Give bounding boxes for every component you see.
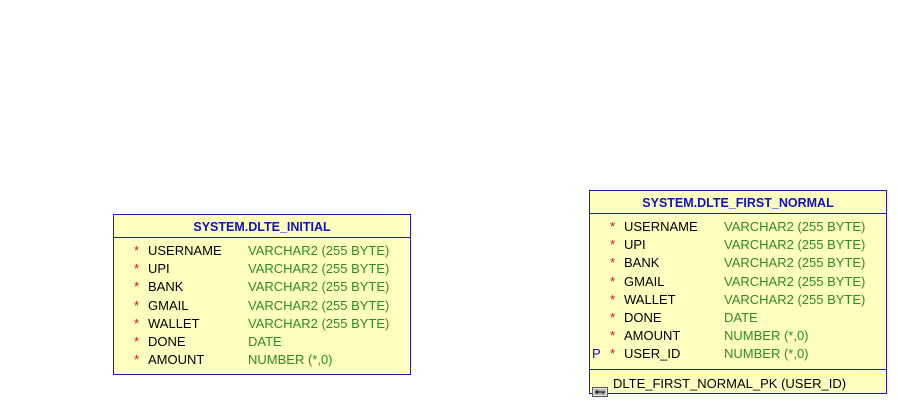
- column-name: AMOUNT: [624, 328, 681, 344]
- column-type: VARCHAR2 (255 BYTE): [724, 219, 866, 234]
- column-type: NUMBER (*,0): [248, 352, 333, 368]
- column-name: AMOUNT: [148, 352, 205, 368]
- column-row: * AMOUNT NUMBER (*,0): [590, 327, 886, 345]
- column-name: GMAIL: [148, 297, 189, 313]
- column-type: DATE: [724, 309, 758, 325]
- index-name: DLTE_FIRST_NORMAL_PK (USER_ID): [613, 375, 847, 391]
- column-list: * USERNAME VARCHAR2 (255 BYTE) * UPI VAR…: [590, 214, 886, 364]
- column-type: VARCHAR2 (255 BYTE): [248, 315, 390, 331]
- column-name: BANK: [148, 279, 184, 295]
- required-marker: *: [134, 352, 140, 368]
- column-row: * GMAIL VARCHAR2 (255 BYTE): [114, 297, 410, 315]
- required-marker: *: [610, 237, 616, 253]
- primary-key-marker: P: [592, 346, 601, 362]
- column-row: * USERNAME VARCHAR2 (255 BYTE): [590, 218, 886, 236]
- required-marker: *: [134, 315, 140, 331]
- column-row: * GMAIL VARCHAR2 (255 BYTE): [590, 273, 886, 291]
- required-marker: *: [134, 279, 140, 295]
- entity-title: SYSTEM.DLTE_INITIAL: [114, 215, 410, 238]
- column-type: VARCHAR2 (255 BYTE): [248, 279, 390, 295]
- column-name: GMAIL: [624, 273, 665, 289]
- column-row: P * USER_ID NUMBER (*,0): [590, 345, 886, 363]
- required-marker: *: [610, 273, 616, 289]
- column-type: VARCHAR2 (255 BYTE): [248, 243, 390, 258]
- column-name: DONE: [624, 309, 662, 325]
- column-type: VARCHAR2 (255 BYTE): [248, 261, 390, 277]
- column-name: USERNAME: [148, 243, 222, 258]
- column-row: * DONE DATE: [114, 333, 410, 351]
- column-type: VARCHAR2 (255 BYTE): [724, 273, 866, 289]
- required-marker: *: [610, 291, 616, 307]
- required-marker: *: [610, 328, 616, 344]
- column-row: * AMOUNT NUMBER (*,0): [114, 351, 410, 369]
- column-name: BANK: [624, 255, 660, 271]
- index-divider: [590, 368, 886, 370]
- column-name: UPI: [624, 237, 646, 253]
- column-type: VARCHAR2 (255 BYTE): [724, 291, 866, 307]
- column-name: WALLET: [624, 291, 676, 307]
- column-name: USER_ID: [624, 346, 681, 362]
- column-type: NUMBER (*,0): [724, 328, 809, 344]
- column-type: NUMBER (*,0): [724, 346, 809, 362]
- column-name: DONE: [148, 333, 186, 349]
- column-name: WALLET: [148, 315, 200, 331]
- column-row: * UPI VARCHAR2 (255 BYTE): [590, 236, 886, 254]
- column-list: * USERNAME VARCHAR2 (255 BYTE) * UPI VAR…: [114, 238, 410, 369]
- key-index-icon: [592, 379, 608, 397]
- column-type: VARCHAR2 (255 BYTE): [248, 297, 390, 313]
- required-marker: *: [610, 219, 616, 234]
- entity-dlte-first-normal[interactable]: SYSTEM.DLTE_FIRST_NORMAL * USERNAME VARC…: [589, 190, 887, 397]
- column-type: VARCHAR2 (255 BYTE): [724, 237, 866, 253]
- entity-title: SYSTEM.DLTE_FIRST_NORMAL: [590, 191, 886, 214]
- required-marker: *: [134, 243, 140, 258]
- column-row: * BANK VARCHAR2 (255 BYTE): [114, 278, 410, 296]
- required-marker: *: [134, 333, 140, 349]
- required-marker: *: [610, 309, 616, 325]
- required-marker: *: [134, 261, 140, 277]
- column-row: * WALLET VARCHAR2 (255 BYTE): [114, 315, 410, 333]
- column-row: * USERNAME VARCHAR2 (255 BYTE): [114, 242, 410, 260]
- entity-dlte-initial[interactable]: SYSTEM.DLTE_INITIAL * USERNAME VARCHAR2 …: [113, 214, 411, 375]
- column-name: UPI: [148, 261, 170, 277]
- required-marker: *: [610, 346, 616, 362]
- required-marker: *: [610, 255, 616, 271]
- column-row: * UPI VARCHAR2 (255 BYTE): [114, 260, 410, 278]
- column-row: * DONE DATE: [590, 309, 886, 327]
- column-name: USERNAME: [624, 219, 698, 234]
- index-row: DLTE_FIRST_NORMAL_PK (USER_ID): [590, 370, 886, 398]
- column-type: VARCHAR2 (255 BYTE): [724, 255, 866, 271]
- required-marker: *: [134, 297, 140, 313]
- column-row: * BANK VARCHAR2 (255 BYTE): [590, 254, 886, 272]
- column-row: * WALLET VARCHAR2 (255 BYTE): [590, 291, 886, 309]
- column-type: DATE: [248, 333, 282, 349]
